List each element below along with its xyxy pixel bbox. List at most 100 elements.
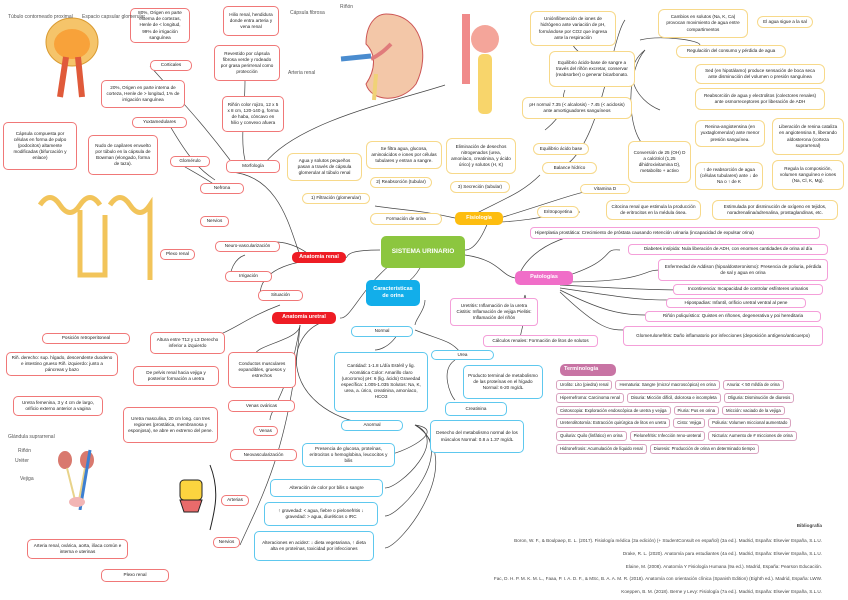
node-nervios[interactable]: Nervios	[200, 216, 229, 227]
node-creatinina-desc: Desecho del metabolismo normal de los mú…	[430, 420, 524, 453]
term-item: Cisto: Vejiga	[673, 418, 706, 429]
bib-ref: Elaine, M. (2008). Anatomía Y Fisiología…	[625, 564, 822, 569]
node-conversion: Conversión de 25 (OH) D a calcitriol (1,…	[628, 141, 691, 183]
node-equilibrio-acido-base[interactable]: Equilibrio ácido base	[533, 143, 589, 155]
node-balance-hidrico[interactable]: Balance hídrico	[542, 162, 597, 174]
node-venas[interactable]: Venas	[253, 426, 278, 436]
term-item: Poliuria: Volumen miccional aumentado	[708, 418, 792, 429]
node-corticales[interactable]: Corticales	[150, 60, 192, 71]
node-glomerulo-desc: Nudo de capilares envuelto por túbulo en…	[88, 135, 158, 175]
node-neurovascularizacion[interactable]: Neuro-vascularización	[215, 241, 280, 252]
branch-anatomia-uretral[interactable]: Anatomía uretral	[272, 312, 336, 324]
node-conductos: Conductos musculares expandibles, grueso…	[228, 352, 296, 388]
term-item: Oliguria: Disminución de diuresis	[723, 392, 795, 403]
node-yuxtamedulares[interactable]: Yuxtamedulares	[132, 117, 187, 128]
img-label: Vejiga	[20, 476, 34, 482]
img-label: Glándula suprarrenal	[8, 434, 55, 440]
node-creatinina[interactable]: Creatinina	[445, 402, 507, 416]
branch-anatomia-renal[interactable]: Anatomía renal	[292, 252, 346, 263]
node-morfologia[interactable]: Morfología	[226, 160, 280, 173]
term-item: Disuria: Micción difícil, dolorosa e inc…	[626, 392, 721, 403]
node-anormal[interactable]: Anormal	[341, 420, 403, 431]
urinary-tract-illustration	[58, 449, 94, 510]
node-venas-ovaricas[interactable]: Venas ováricas	[228, 400, 295, 412]
kidney-illustration	[340, 13, 424, 101]
img-label: Uréter	[15, 458, 29, 464]
node-nefrona[interactable]: Nefrona	[200, 183, 244, 194]
node-normal[interactable]: Normal	[351, 326, 413, 337]
node-filtracion-desc: Agua y solutos pequeños pasan a través d…	[287, 153, 362, 181]
img-label: Cápsula fibrosa	[290, 10, 325, 16]
node-addison: Enfermedad de Addison (hipoaldosteronism…	[658, 259, 828, 281]
central-node[interactable]: SISTEMA URINARIO	[381, 236, 465, 268]
img-label: Túbulo contorneado proximal	[8, 14, 73, 20]
node-eritropoyetina[interactable]: Eritropoyetina	[537, 206, 579, 218]
branch-fisiologia[interactable]: Fisiología	[455, 212, 503, 225]
node-citocina: Citocina renal que estimula la producció…	[606, 200, 701, 220]
bladder-illustration	[179, 464, 217, 531]
node-itu: Uretritis: Inflamación de la uretra Cist…	[450, 298, 538, 326]
node-secrecion[interactable]: 3) Secreción (tubular)	[450, 181, 510, 193]
term-item: Piuria: Pus en orina	[673, 405, 720, 416]
node-urea-desc: Producto terminal de metabolismo de las …	[463, 365, 543, 399]
node-hiperplasia: Hiperplasia prostática: Crecimiento de p…	[530, 227, 820, 239]
term-item: Pielonefritis: Infección reno-ureteral	[629, 431, 706, 441]
glomerulus-illustration	[45, 17, 99, 98]
bib-ref: Drake, R. L. (2020). Anatomía para estud…	[622, 551, 822, 556]
node-liberacion-renina: Liberación de renina cataliza en angiote…	[772, 118, 844, 155]
node-reabsorcion-agua: Reabsorción de agua y electrolitos (cole…	[695, 88, 825, 110]
node-vitamina-d[interactable]: Vitamina D	[580, 184, 630, 194]
node-rinon-desc: Riñón color rojizo, 12 x 5 x 8 cm, 120-1…	[222, 96, 284, 132]
branch-patologias[interactable]: Patologías	[515, 271, 573, 285]
node-altura: Altura entre T12 y L3 Derecho inferior a…	[150, 332, 225, 354]
node-urea[interactable]: Urea	[431, 350, 494, 360]
node-corticales-desc: 80%, Origen en parte externa de cortezas…	[130, 8, 190, 43]
node-union-desc: Unión/liberación de iones de hidrógeno a…	[530, 11, 616, 46]
term-item: Ureterolitotomía: Extracción quirúrgica …	[556, 418, 671, 429]
term-item: Cistoscopia: Exploración endoscópica de …	[556, 405, 671, 416]
node-poliquistico: Riñón poliquístico: Quistes en riñones, …	[645, 311, 821, 322]
node-formacion-orina[interactable]: Formación de orina	[370, 213, 442, 225]
node-relaciones: Riñ. derecho: sup. hígado, descendente d…	[6, 352, 118, 376]
node-filtracion[interactable]: 1) Filtración (glomerular)	[302, 193, 370, 204]
nephron-segments-illustration	[37, 195, 153, 280]
node-pelvis: De pelvis renal hacia vejiga y posterior…	[133, 366, 219, 386]
node-agua-sigue-sal: El agua sigue a la sal	[757, 16, 813, 28]
term-item: Diuresis: Producción de orina en determi…	[649, 443, 759, 454]
node-normal-desc: Cantidad: 1-1.8 L/día Estéril y lig. Aro…	[334, 352, 428, 412]
term-item: Micción: vaciado de la vejiga	[722, 405, 785, 416]
node-estimulada: Estimulada por disminución de oxígeno en…	[712, 200, 838, 220]
node-yuxtamedulares-desc: 20%, Origen en parte interna de corteza,…	[101, 80, 185, 108]
node-sed: Sed (en hipotálamo) produce sensación de…	[695, 64, 825, 84]
node-reabsorcion-desc: Se filtra agua, glucosa, aminoácidos e i…	[366, 141, 442, 169]
bib-ref: Koeppen, B. M. (2018). Berne y Levy: Fis…	[621, 589, 822, 594]
img-label: Espacio capsular glomerular	[82, 14, 146, 20]
node-regulacion[interactable]: Regulación del consumo y pérdida de agua	[676, 45, 786, 58]
node-retroperitoneal: Posición retroperitoneal	[42, 333, 130, 344]
terminologia-row: Hidronefrosis: Acumulación de líquido re…	[556, 443, 846, 454]
term-item: Nicturia: Aumento de # micciones de orin…	[708, 431, 797, 441]
node-neovascularizacion[interactable]: Neovascularización	[230, 449, 297, 461]
node-alteracion-color: Alteración de color por bilis o sangre	[270, 479, 383, 497]
term-item: Quiluria: Quilo (linfático) en orina	[556, 431, 627, 441]
terminologia-row: Cistoscopia: Exploración endoscópica de …	[556, 405, 846, 416]
bibliografia-title: Bibliografía	[796, 523, 822, 528]
node-glomerulo[interactable]: Glomérulo	[170, 156, 210, 167]
node-glomerulonefritis: Glomerulonefritis: Daño inflamatorio por…	[623, 326, 823, 346]
bib-ref: Fac, D. H. P. M. K. M. L., Faaa, P. I. A…	[493, 576, 822, 581]
node-plexo-uretral[interactable]: Plexo renal	[101, 569, 169, 582]
node-reabsorcion[interactable]: 2) Reabsorción (tubular)	[370, 177, 432, 188]
img-label: Arteria renal	[288, 70, 316, 76]
node-situacion[interactable]: Situación	[258, 290, 303, 301]
node-gravedad: ↑ gravedad: < agua, fiebre o pielonefrit…	[264, 502, 378, 526]
node-plexo-renal[interactable]: Plexo renal	[160, 249, 195, 260]
branch-caracteristicas[interactable]: Características de orina	[366, 280, 420, 306]
node-irrigacion[interactable]: Irrigación	[225, 271, 272, 282]
node-ph: pH normal 7.35 (< alcalosis) - 7.45 (< a…	[522, 97, 632, 119]
term-item: Hidronefrosis: Acumulación de líquido re…	[556, 443, 647, 454]
node-nervios-uretral[interactable]: Nervios	[213, 537, 240, 548]
node-arterias[interactable]: Arterias	[221, 495, 249, 506]
branch-terminologia[interactable]: Terminología	[560, 364, 616, 376]
